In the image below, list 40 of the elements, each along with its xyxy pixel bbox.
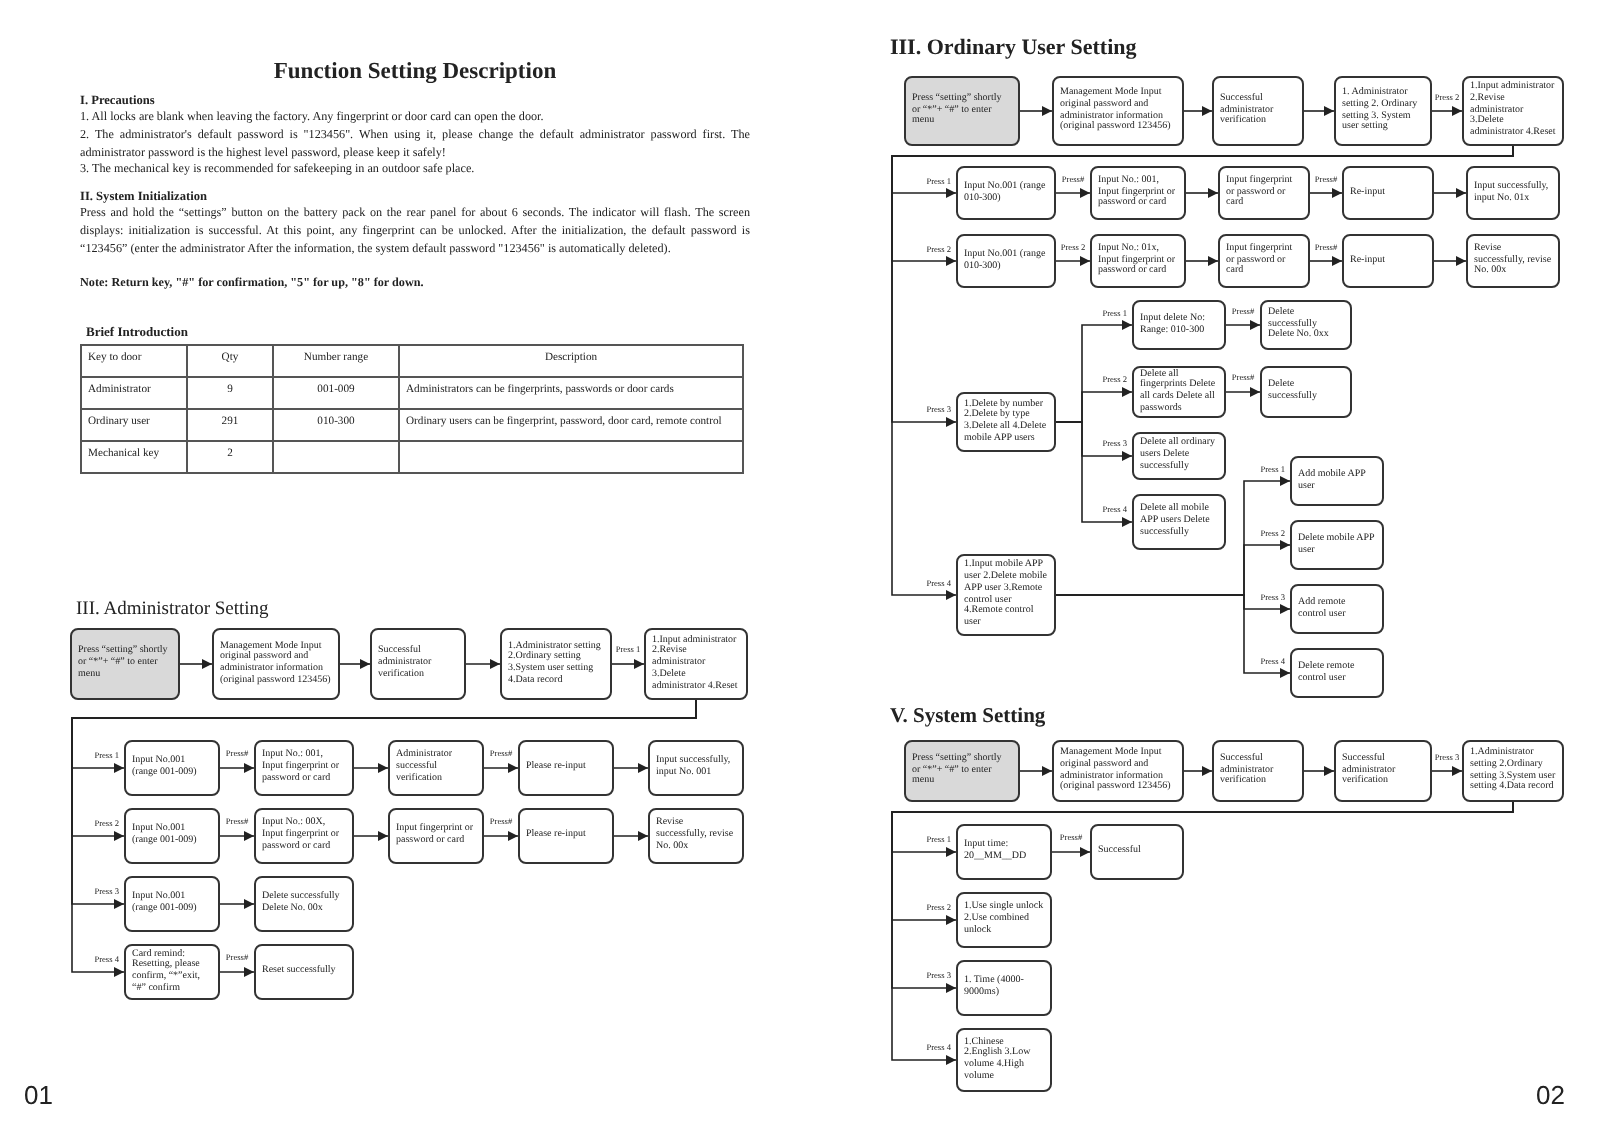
arrow (353, 763, 389, 773)
arrow (1431, 766, 1463, 776)
arrow (465, 659, 501, 669)
arrow (1303, 106, 1335, 116)
arrow (1055, 188, 1091, 198)
arrow (353, 831, 389, 841)
page-title: Function Setting Description (271, 60, 559, 84)
arrow (339, 659, 371, 669)
arrow (219, 831, 255, 841)
arrow (179, 659, 213, 669)
arrow (219, 763, 255, 773)
arrow (1185, 188, 1219, 198)
arrow (1433, 188, 1467, 198)
arrow (1309, 256, 1343, 266)
arrow (1183, 766, 1213, 776)
arrow (1225, 387, 1261, 397)
page-number: 01 (24, 1080, 53, 1110)
arrow (1185, 256, 1219, 266)
arrow (1055, 594, 1291, 678)
arrow (1019, 106, 1053, 116)
arrow (1309, 188, 1343, 198)
arrow (613, 831, 649, 841)
arrow (219, 967, 255, 977)
arrow (483, 763, 519, 773)
arrow (1433, 256, 1467, 266)
arrow (219, 899, 255, 909)
arrow (1051, 847, 1091, 857)
arrow (611, 659, 645, 669)
arrow (1303, 766, 1335, 776)
arrow (1055, 256, 1091, 266)
arrow (613, 763, 649, 773)
section-heading: III. Ordinary User Setting (890, 36, 1137, 60)
page-number: 02 (1536, 1080, 1565, 1110)
section-heading: III. Administrator Setting (76, 600, 269, 620)
arrow (1019, 766, 1053, 776)
arrow (1183, 106, 1213, 116)
section-heading: V. System Setting (890, 706, 1046, 728)
arrow (1431, 106, 1463, 116)
arrow (1225, 320, 1261, 330)
arrow (483, 831, 519, 841)
